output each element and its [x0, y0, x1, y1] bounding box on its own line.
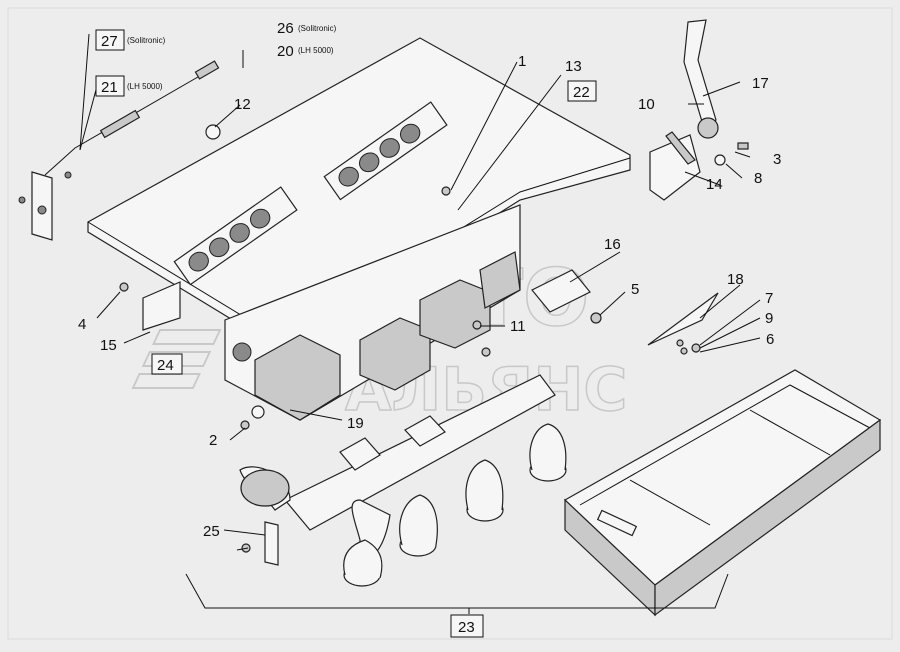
leader-lines: [79, 33, 761, 551]
callout-17: 17: [752, 75, 769, 92]
callout-13: 13: [565, 58, 582, 75]
callout-21: 21: [101, 79, 118, 96]
callout-12: 12: [234, 96, 251, 113]
callout-2: 2: [209, 432, 217, 449]
callout-22: 22: [573, 84, 590, 101]
collection-tray: [563, 369, 882, 617]
callout-15: 15: [100, 337, 117, 354]
callout-23: 23: [458, 619, 475, 636]
callout-4: 4: [78, 316, 86, 333]
control-cable: [18, 60, 220, 241]
note-lh5000-21: (LH 5000): [127, 82, 163, 91]
callout-27: 27: [101, 33, 118, 50]
drawing-frame: [7, 7, 893, 640]
group-bracket-23: [185, 573, 729, 609]
note-solitronic-26: (Solitronic): [298, 24, 337, 33]
callout-3: 3: [773, 151, 781, 168]
metering-housing: [224, 204, 521, 421]
callout-8: 8: [754, 170, 762, 187]
callout-9: 9: [765, 310, 773, 327]
callout-6: 6: [766, 331, 774, 348]
callout-26: 26: [277, 20, 294, 37]
adjustment-lever: [649, 19, 719, 201]
callout-25: 25: [203, 523, 220, 540]
note-solitronic-27: (Solitronic): [127, 36, 166, 45]
callout-7: 7: [765, 290, 773, 307]
callout-16: 16: [604, 236, 621, 253]
callouts: 1 2 3 4 5 6 7 8 9 10 11 12 13 14 15 16 1…: [78, 20, 781, 638]
callout-24: 24: [157, 357, 174, 374]
callout-18: 18: [727, 271, 744, 288]
callout-20: 20: [277, 43, 294, 60]
callout-1: 1: [518, 53, 526, 70]
callout-14: 14: [706, 176, 723, 193]
callout-11: 11: [510, 318, 526, 335]
callout-5: 5: [631, 281, 639, 298]
callout-19: 19: [347, 415, 364, 432]
note-lh5000-20: (LH 5000): [298, 46, 334, 55]
fasteners: [119, 50, 749, 566]
callout-10: 10: [638, 96, 655, 113]
distribution-tubes: [239, 374, 567, 587]
